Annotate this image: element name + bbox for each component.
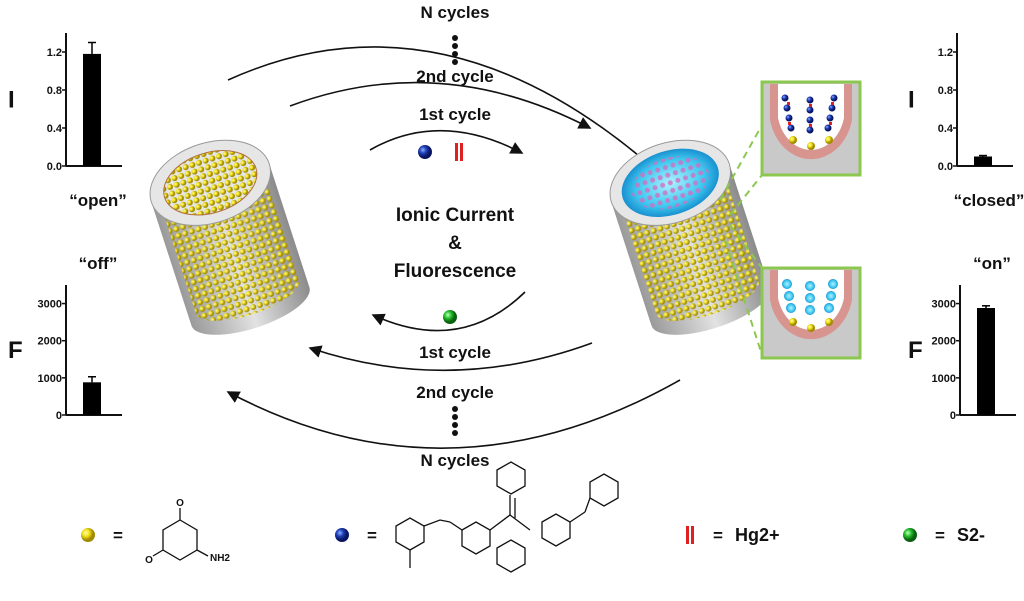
atom-nh2: NH2 [210,553,230,564]
center-line-fluorescence: Fluorescence [394,261,517,282]
legend-equals-1: = [113,526,123,545]
y-tick-label: 3000 [932,299,956,311]
legend-hg-label: Hg2+ [735,525,780,545]
legend-s-label: S2- [957,525,985,545]
y-tick-label: 0 [56,410,62,422]
bar [974,156,992,166]
arrow-top-first [369,129,524,154]
hg-ion-icon [455,143,463,161]
arrow-bottom-first [371,291,526,332]
chart-caption: “off” [79,254,118,273]
label-top-first-cycle: 1st cycle [419,105,491,124]
label-bottom-second-cycle: 2nd cycle [416,383,494,402]
y-tick-label: 0.8 [938,85,953,97]
inset-connectors [719,124,763,356]
bar [83,382,101,415]
y-tick-label: 0.0 [938,161,953,173]
center-line-ampersand: & [448,233,462,254]
legend-equals-3: = [713,526,723,545]
ellipsis-top [452,35,458,65]
chart-closed: 0.0 0.4 0.8 1.2I “closed” [908,33,1024,210]
legend-hg-bar-icon [686,526,689,544]
y-tick-label: 2000 [932,336,956,348]
legend-equals-2: = [367,526,377,545]
aminouracil-structure [152,508,209,561]
arrow-bottom-second [308,342,593,372]
inset-closed-hg [760,80,862,177]
y-tick-label: 1000 [38,373,62,385]
y-tick-label: 0.4 [47,123,63,135]
y-tick-label: 0 [950,410,956,422]
legend-blue-ball-icon [335,528,349,542]
atom-o-left: O [145,555,153,566]
legend-hg-bar-icon-2 [691,526,694,544]
y-axis-label: F [908,337,923,364]
arrow-top-n [227,46,672,185]
legend-yellow-ball-icon [81,528,95,542]
chart-caption: “open” [69,191,127,210]
bar [977,308,995,415]
label-top-second-cycle: 2nd cycle [416,67,494,86]
bar [83,53,101,166]
arrow-top-second [289,81,592,129]
y-tick-label: 1.2 [938,47,953,59]
atom-o-top: O [176,498,184,509]
sulfide-ion-icon [443,310,457,324]
y-axis-label: F [8,337,23,364]
tpe-thymine-structure [395,461,619,573]
y-tick-label: 3000 [38,299,62,311]
chart-caption: “on” [973,254,1011,273]
chart-caption: “closed” [954,191,1024,210]
legend: = O O NH2 = = Hg2+ = S2- [81,461,985,573]
y-tick-label: 1000 [932,373,956,385]
inset-open-fluorescent [760,266,862,360]
legend-equals-4: = [935,526,945,545]
closed-nanochannel [609,139,770,335]
ellipsis-bottom [452,406,458,436]
y-tick-label: 0.0 [47,161,62,173]
y-tick-label: 2000 [38,336,62,348]
y-tick-label: 0.8 [47,85,62,97]
cycle-arrows [226,46,681,449]
chart-open: 0.0 0.4 0.8 1.2I “open” [8,33,127,210]
y-axis-label: I [8,87,15,114]
center-line-ionic-current: Ionic Current [396,205,515,226]
legend-green-ball-icon [903,528,917,542]
label-bottom-n-cycles: N cycles [421,451,490,470]
y-tick-label: 1.2 [47,47,62,59]
open-nanochannel [149,139,310,335]
label-top-n-cycles: N cycles [421,3,490,22]
label-bottom-first-cycle: 1st cycle [419,343,491,362]
blue-molecule-icon [418,145,432,159]
y-tick-label: 0.4 [938,123,954,135]
y-axis-label: I [908,87,915,114]
arrow-bottom-n [226,379,681,449]
